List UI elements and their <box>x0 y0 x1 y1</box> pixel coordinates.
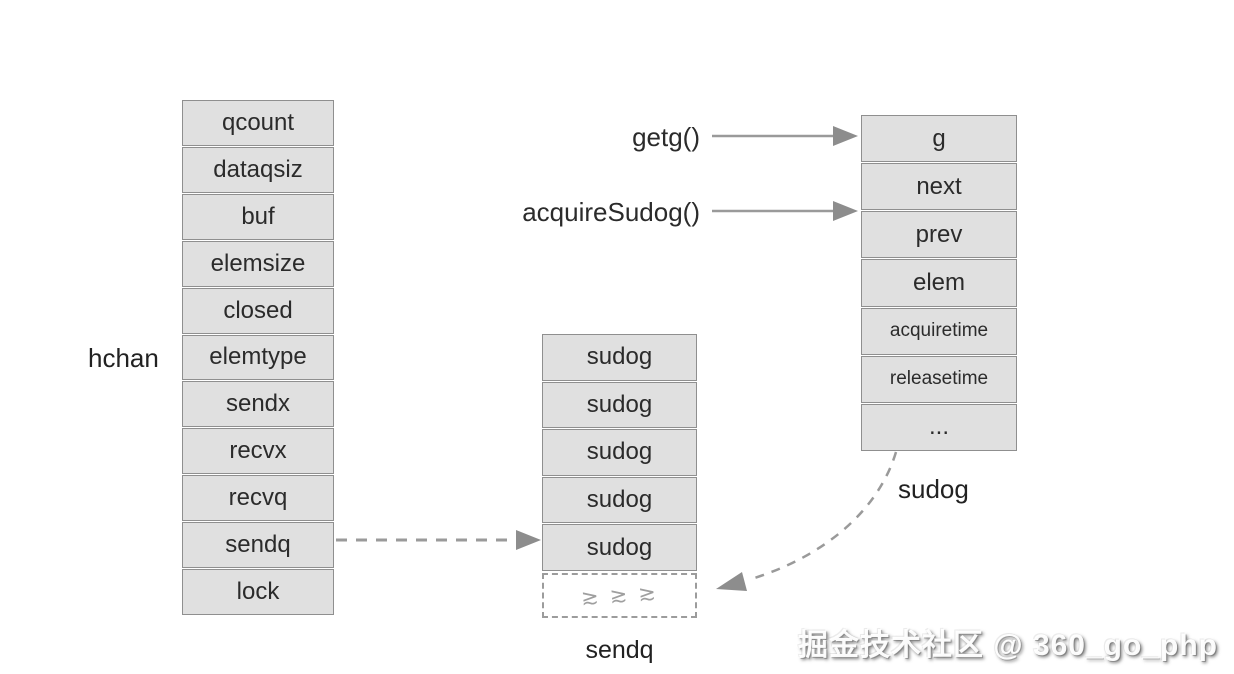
sendq-item-sudog: sudog <box>542 524 697 571</box>
sudog-row-next: next <box>861 163 1017 211</box>
hchan-row-lock: lock <box>182 569 334 615</box>
sudog-struct-column: g next prev elem acquiretime releasetime… <box>861 115 1017 451</box>
hchan-row-elemtype: elemtype <box>182 334 334 381</box>
hchan-row-buf: buf <box>182 193 334 240</box>
sendq-list-label: sendq <box>585 636 654 664</box>
hchan-struct-column: qcount dataqsiz buf elemsize closed elem… <box>182 100 334 615</box>
sendq-item-sudog: sudog <box>542 429 697 476</box>
sudog-row-elem: elem <box>861 259 1017 307</box>
acquire-sudog-call-label: acquireSudog() <box>522 197 700 227</box>
sendq-pointer-arrow <box>336 530 541 550</box>
sudog-row-releasetime: releasetime <box>861 355 1017 403</box>
sendq-list-column: sudog sudog sudog sudog sudog <box>542 334 697 571</box>
sendq-item-sudog: sudog <box>542 476 697 524</box>
sudog-row-acquiretime: acquiretime <box>861 307 1017 355</box>
getg-call-label: getg() <box>632 122 700 152</box>
sudog-to-sendq-arrow <box>716 451 898 591</box>
hchan-row-closed: closed <box>182 287 334 334</box>
sudog-row-prev: prev <box>861 211 1017 259</box>
sudog-row-ellipsis: ... <box>861 403 1017 451</box>
hchan-row-recvq: recvq <box>182 475 334 522</box>
hchan-row-dataqsiz: dataqsiz <box>182 146 334 193</box>
hchan-row-sendx: sendx <box>182 381 334 428</box>
overflow-squiggle-icon: ≳≳≳ <box>579 580 668 610</box>
sudog-row-g: g <box>861 115 1017 163</box>
hchan-row-recvx: recvx <box>182 428 334 475</box>
sendq-item-sudog: sudog <box>542 381 697 429</box>
sendq-item-sudog: sudog <box>542 334 697 381</box>
hchan-row-sendq: sendq <box>182 522 334 569</box>
watermark-text: 掘金技术社区 @ 360_go_php <box>798 629 1218 662</box>
hchan-row-qcount: qcount <box>182 100 334 146</box>
getg-arrow <box>712 126 858 146</box>
hchan-row-elemsize: elemsize <box>182 240 334 287</box>
hchan-struct-label: hchan <box>88 343 159 373</box>
acquire-sudog-arrow <box>712 201 858 221</box>
sudog-struct-label: sudog <box>898 474 969 504</box>
sendq-overflow-slot: ≳≳≳ <box>542 573 697 618</box>
